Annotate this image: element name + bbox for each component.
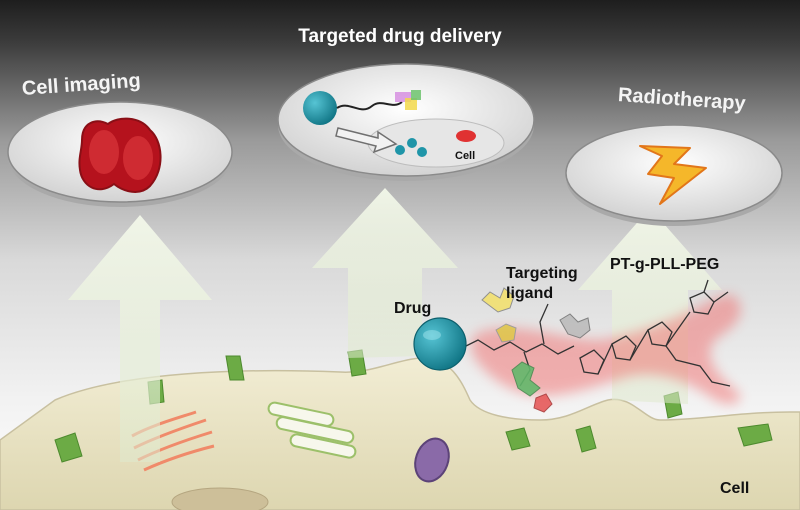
- mitochondrion: [414, 437, 450, 483]
- transfer-arrow: [335, 127, 398, 154]
- cell-body: [0, 357, 800, 510]
- label-drug: Drug: [394, 300, 432, 317]
- targeting-ligand: [481, 287, 591, 413]
- drug-sphere: [413, 317, 467, 371]
- dish-delivery: [277, 63, 535, 181]
- label-targeting-ligand: Targeting ligand: [506, 264, 578, 304]
- diagram-title: Targeted drug delivery: [298, 26, 502, 47]
- label-ligand: ligand: [506, 285, 554, 302]
- endoplasmic-reticulum: [267, 401, 357, 459]
- polymer-glow: [471, 294, 741, 405]
- dish-radiotherapy: [565, 124, 783, 226]
- arrow-imaging: [68, 215, 212, 462]
- label-dish-cell: Cell: [455, 150, 476, 162]
- mini-drug: [303, 91, 337, 125]
- label-polymer: PT-g-PLL-PEG: [610, 256, 720, 273]
- dish-imaging: [7, 101, 233, 207]
- nucleus: [171, 487, 269, 510]
- label-targeting: Targeting: [506, 265, 578, 282]
- label-cell: Cell: [720, 480, 750, 497]
- arrow-delivery: [312, 188, 458, 358]
- lightning-icon: [639, 145, 707, 205]
